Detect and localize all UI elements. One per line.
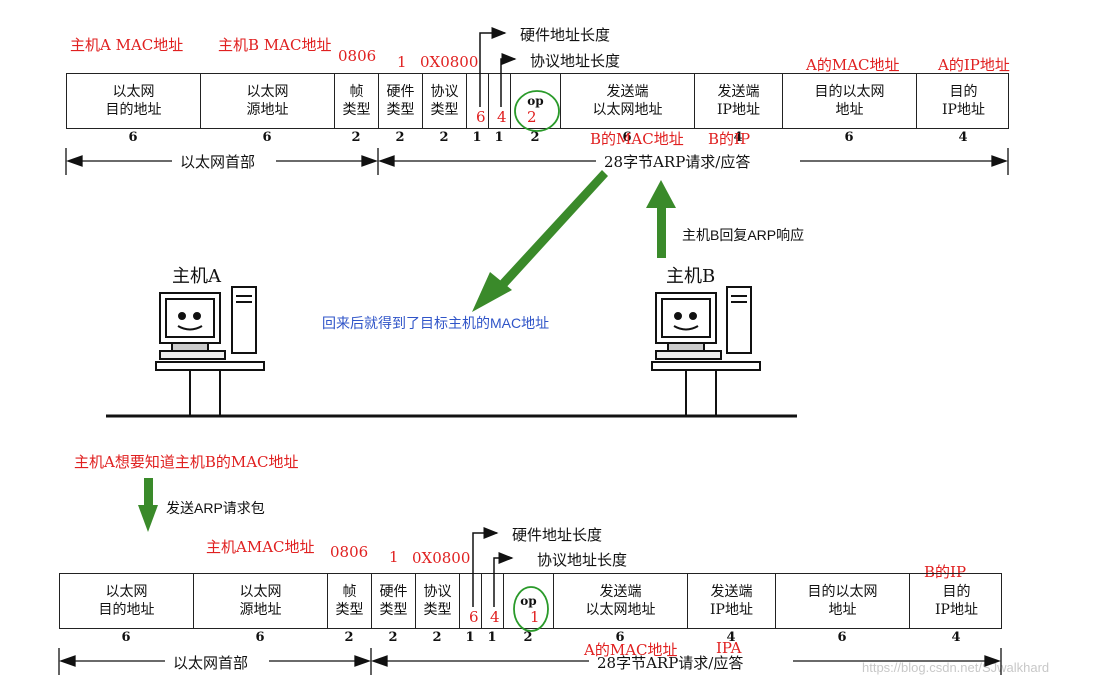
size-label: 6 [615,630,625,645]
size-label: 2 [395,130,405,145]
field-target-mac: 目的以太网 地址 [783,74,917,128]
field-sender-ip: 发送端 IP地址 [695,74,783,128]
top-op-highlight [514,90,560,132]
field-proto-type: 协议 类型 [416,574,460,628]
bottom-a-mac-annotation: 主机AMAC地址 [206,538,315,556]
top-op-annotation: 2 [527,108,537,126]
field-hw-type: 硬件 类型 [372,574,416,628]
size-label: 2 [439,130,449,145]
size-label: 6 [128,130,138,145]
field-frame-type: 帧 类型 [328,574,372,628]
top-a-mac-annotation: 主机A MAC地址 [70,36,184,54]
bottom-target-ip-annotation: B的IP [924,563,967,581]
result-note: 回来后就得到了目标主机的MAC地址 [322,315,550,331]
top-arp-size-label: 28字节ARP请求/应答 [604,153,751,171]
size-label: 6 [262,130,272,145]
top-hw-type-annotation: 1 [397,53,407,71]
size-label: 2 [530,130,540,145]
bottom-proto-len-label: 协议地址长度 [537,551,628,569]
size-label: 2 [523,630,533,645]
size-label: 4 [958,130,968,145]
bottom-op-highlight [513,586,549,632]
bottom-hw-type-annotation: 1 [389,548,399,566]
field-target-ip: 目的 IP地址 [942,84,985,118]
request-title: 主机A想要知道主机B的MAC地址 [74,453,299,471]
reply-note: 主机B回复ARP响应 [682,227,805,243]
field-proto-len [482,574,504,628]
send-note: 发送ARP请求包 [166,500,265,516]
host-b-label: 主机B [666,266,716,287]
bottom-hw-len-label: 硬件地址长度 [512,526,603,544]
size-label: 1 [465,630,475,645]
top-target-mac-annotation: A的MAC地址 [806,56,900,74]
top-target-ip-annotation: A的IP地址 [938,56,1010,74]
bottom-sender-mac-annotation: A的MAC地址 [584,641,678,659]
top-eth-header-label: 以太网首部 [180,153,256,171]
host-a-computer [155,286,265,416]
result-arrow [472,170,608,312]
bottom-hw-len-annotation: 6 [469,608,479,626]
size-label: 4 [951,630,961,645]
top-hw-len-label: 硬件地址长度 [520,26,611,44]
host-a-label: 主机A [172,266,221,287]
size-label: 6 [622,130,632,145]
size-label: 6 [121,630,131,645]
top-proto-len-label: 协议地址长度 [530,52,621,70]
field-proto-len [489,74,511,128]
size-label: 1 [472,130,482,145]
field-target-mac: 目的以太网 地址 [776,574,910,628]
size-label: 1 [494,130,504,145]
size-label: 2 [351,130,361,145]
field-sender-ip: 发送端 IP地址 [688,574,776,628]
field-hw-len [467,74,489,128]
bottom-op-annotation: 1 [530,608,540,626]
bottom-eth-header-label: 以太网首部 [173,654,249,672]
bottom-length-pointers [472,527,514,607]
request-arrow [138,478,158,532]
field-target-ip: 目的 IP地址 [935,584,978,618]
size-label: 6 [255,630,265,645]
host-b-computer [651,286,761,416]
field-proto-type: 协议 类型 [423,74,467,128]
field-op: op [511,74,561,128]
field-eth-dest: 以太网 目的地址 [60,574,194,628]
field-frame-type: 帧 类型 [335,74,379,128]
bottom-arp-size-label: 28字节ARP请求/应答 [597,654,744,672]
top-hw-len-annotation: 6 [476,108,486,126]
bottom-arp-frame: 以太网 目的地址 以太网 源地址 帧 类型 硬件 类型 协议 类型 op 发送端… [59,573,1002,629]
reply-arrow [646,180,676,258]
field-op: op [504,574,554,628]
bottom-extent-lines [58,648,1002,675]
top-extent-lines [65,148,1009,175]
field-hw-type: 硬件 类型 [379,74,423,128]
size-label: 4 [726,630,736,645]
size-label: 2 [432,630,442,645]
top-proto-len-annotation: 4 [497,108,507,126]
size-label: 2 [388,630,398,645]
top-arp-frame: 以太网 目的地址 以太网 源地址 帧 类型 硬件 类型 协议 类型 op 发送端… [66,73,1009,129]
top-sender-mac-annotation: B的MAC地址 [590,130,684,148]
bottom-proto-type-annotation: 0X0800 [412,549,471,567]
bottom-frame-type-annotation: 0806 [330,543,369,561]
size-label: 4 [733,130,743,145]
size-label: 2 [344,630,354,645]
field-sender-mac: 发送端 以太网地址 [561,74,695,128]
field-sender-mac: 发送端 以太网地址 [554,574,688,628]
field-eth-dest: 以太网 目的地址 [67,74,201,128]
bottom-proto-len-annotation: 4 [490,608,500,626]
top-proto-type-annotation: 0X0800 [420,53,479,71]
bottom-sender-ip-annotation: IPA [716,639,742,657]
size-label: 6 [844,130,854,145]
size-label: 6 [837,630,847,645]
top-length-pointers [479,27,517,107]
watermark: https://blog.csdn.net/SJwalkhard [862,660,1050,675]
top-sender-ip-annotation: B的IP [708,130,751,148]
field-eth-src: 以太网 源地址 [194,574,328,628]
size-label: 1 [487,630,497,645]
field-eth-src: 以太网 源地址 [201,74,335,128]
top-frame-type-annotation: 0806 [338,47,377,65]
field-hw-len [460,574,482,628]
top-b-mac-annotation: 主机B MAC地址 [218,36,332,54]
